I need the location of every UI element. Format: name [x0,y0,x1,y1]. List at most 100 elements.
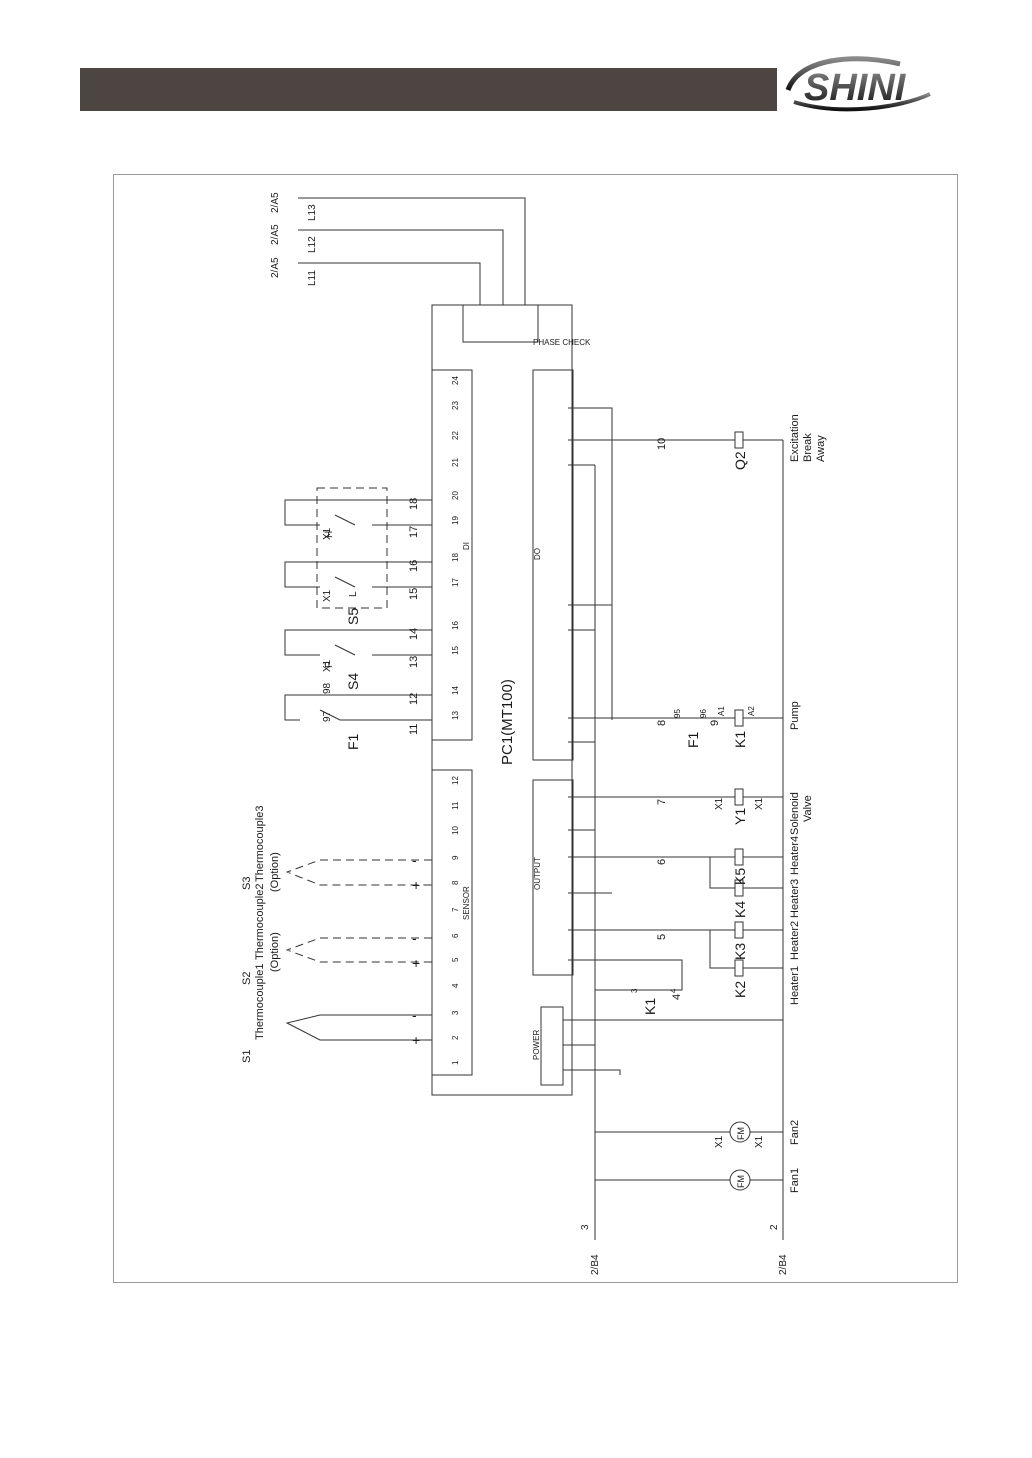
relay-y1: Y1 [732,808,748,825]
phase-ref-2: 2/A5 [270,224,281,245]
x1-l: X1 [322,589,333,602]
phase-label-3: L13 [307,204,318,221]
sensor-note-2: (Option) [269,932,281,972]
load-heater2: Heater2 [789,921,801,960]
do-label: DO [533,548,542,560]
bus-left-ref: 2/B4 [590,1254,601,1275]
phase-ref-3: 2/A5 [270,192,281,213]
wire-5: 5 [656,934,668,940]
f1-di-label: F1 [345,733,361,750]
svg-text:6: 6 [451,933,460,938]
f1-do-label: F1 [685,731,701,748]
phase-check-label: PHASE CHECK [533,338,591,347]
load-fan1: Fan1 [789,1168,801,1193]
svg-text:13: 13 [451,711,460,720]
load-pump: Pump [789,701,801,730]
svg-text:14: 14 [451,686,460,695]
wire-4: 4 [671,994,683,1000]
wire-16: 16 [408,560,420,572]
sensor-name-2: Thermocouple2 [254,884,266,960]
phase-ref-1: 2/A5 [270,257,281,278]
k1-a1: A1 [717,706,726,716]
sensor-id-2: S2 [241,972,253,985]
sensor-id-1: S1 [241,1050,253,1063]
svg-text:19: 19 [451,516,460,525]
sensor-note-3: (Option) [269,852,281,892]
svg-text:20: 20 [451,491,460,500]
plus-s3: + [412,877,420,893]
svg-text:10: 10 [451,826,460,835]
load-solenoid: Solenoid [789,792,801,835]
load-heater4: Heater4 [789,836,801,875]
relay-k5: K5 [732,868,748,885]
fm-fan1: FM [736,1175,746,1188]
shini-logo: SHINI [785,56,931,112]
s4-label: S4 [345,673,361,690]
svg-text:16: 16 [451,621,460,630]
switch-l: L [348,591,359,597]
svg-text:5: 5 [451,957,460,962]
svg-text:22: 22 [451,431,460,440]
controller-label: PC1(MT100) [499,679,516,765]
x1-fan2-a: X1 [714,1135,725,1148]
sensor-id-3: S3 [241,877,253,890]
svg-text:1: 1 [451,1060,460,1065]
sensor-name-1: Thermocouple1 [254,964,266,1040]
relay-k2: K2 [732,981,748,998]
relay-k3: K3 [732,943,748,960]
svg-text:18: 18 [451,553,460,562]
x1-p: X1 [322,659,333,672]
bus-left-num: 3 [580,1224,591,1230]
diagram-frame [113,174,958,1283]
k1-contact-label: K1 [642,998,658,1015]
contact-4: 4 [669,988,678,993]
load-fan2: Fan2 [789,1120,801,1145]
power-label: POWER [532,1030,541,1060]
svg-text:SHINI: SHINI [804,67,907,109]
k1-a2: A2 [747,706,756,716]
phase-label-2: L12 [307,236,318,253]
svg-text:4: 4 [451,983,460,988]
svg-text:8: 8 [451,880,460,885]
svg-text:15: 15 [451,646,460,655]
wire-7: 7 [656,799,668,805]
wire-15: 15 [408,588,420,600]
header-bar [80,68,777,111]
svg-text:17: 17 [451,578,460,587]
x1-h: X1 [322,527,333,540]
svg-text:3: 3 [451,1010,460,1015]
plus-s2: + [412,955,420,971]
minus-s2: - [412,930,417,946]
load-heater3: Heater3 [789,879,801,918]
switch-p: P [324,661,335,668]
x1-fan2-b: X1 [754,1135,765,1148]
fm-fan2: FM [736,1127,746,1140]
wire-13: 13 [408,656,420,668]
relay-q2: Q2 [732,451,748,470]
load-break: Break [802,433,814,462]
sensor-label: SENSOR [462,886,471,920]
contact-96: 96 [699,709,708,718]
wire-9: 9 [709,720,721,726]
wire-14: 14 [408,628,420,640]
relay-k4: K4 [732,901,748,918]
s5-label: S5 [345,608,361,625]
di-label: DI [462,542,471,550]
wire-11: 11 [408,724,420,735]
phase-label-1: L11 [307,270,318,286]
plus-s1: + [412,1032,420,1048]
load-excitation: Excitation [789,414,801,462]
bus-right-ref: 2/B4 [778,1254,789,1275]
switch-h: H [324,531,335,538]
wire-18: 18 [408,498,420,510]
x1-y1-a: X1 [714,797,725,810]
svg-text:9: 9 [451,855,460,860]
svg-text:7: 7 [451,907,460,912]
x1-y1-b: X1 [754,797,765,810]
svg-text:2: 2 [451,1035,460,1040]
load-valve: Valve [802,795,814,822]
minus-s1: - [412,1007,417,1023]
svg-text:24: 24 [451,376,460,385]
wire-12: 12 [408,693,420,705]
